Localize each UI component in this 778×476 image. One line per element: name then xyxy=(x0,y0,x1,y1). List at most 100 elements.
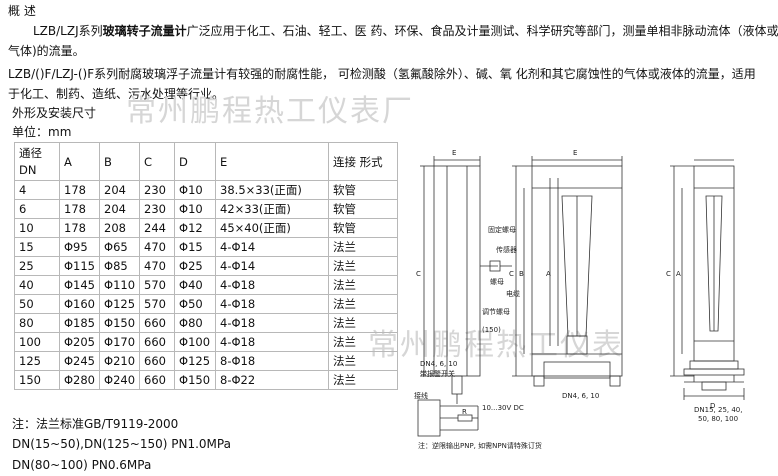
cell-c: 570 xyxy=(139,294,176,314)
cell-c: 660 xyxy=(139,370,176,390)
cell-a: 178 xyxy=(58,180,101,200)
cell-dn: 15 xyxy=(14,237,60,257)
table-header-row: 通径 DN A B C D E 连接 形式 xyxy=(14,142,399,181)
header-dn: 通径 DN xyxy=(14,142,60,181)
cell-connection: 法兰 xyxy=(328,275,399,295)
cell-e: 8-Φ18 xyxy=(215,351,330,371)
label-e-middle: E xyxy=(573,149,577,157)
cell-e: 8-Φ22 xyxy=(215,370,330,390)
cell-b: Φ125 xyxy=(99,294,141,314)
cell-b: Φ170 xyxy=(99,332,141,352)
drawing-svg: E E C C B A C A D 固定螺母 传感器 螺母 电缆 调节螺母 (1… xyxy=(414,149,745,450)
cell-d: Φ15 xyxy=(174,237,217,257)
watermark-top: 常州鹏程热工仪表厂 xyxy=(126,94,414,129)
circuit-label: 接线 xyxy=(414,391,428,400)
circuit-resistor-label: R xyxy=(462,408,467,416)
cell-connection: 法兰 xyxy=(328,370,399,390)
cell-d: Φ100 xyxy=(174,332,217,352)
cell-connection: 法兰 xyxy=(328,351,399,371)
cell-c: 470 xyxy=(139,256,176,276)
caption-left-dn: DN4, 6, 10 xyxy=(420,360,457,368)
intro-paragraph-1: LZB/LZJ系列玻璃转子流量计广泛应用于化工、石油、轻工、医 药、环保、食品及… xyxy=(33,23,778,39)
cell-e: 4-Φ18 xyxy=(215,294,330,314)
caption-right-dn-1: DN15, 25, 40, xyxy=(694,406,742,414)
cell-e: 4-Φ14 xyxy=(215,256,330,276)
label-150: (150) xyxy=(482,326,501,334)
label-adjust-nut: 调节螺母 xyxy=(482,307,510,316)
product-name: 玻璃转子流量计 xyxy=(102,24,187,38)
note-pressure-2: DN(80~100) PN0.6MPa xyxy=(12,458,152,472)
cell-dn: 4 xyxy=(14,180,60,200)
label-c-right: C xyxy=(666,270,671,278)
cell-connection: 法兰 xyxy=(328,332,399,352)
label-d-right: D xyxy=(710,402,715,410)
cell-c: 470 xyxy=(139,237,176,257)
section-title-dimensions: 外形及安装尺寸 xyxy=(12,106,97,120)
cell-connection: 软管 xyxy=(328,180,399,200)
cell-d: Φ80 xyxy=(174,313,217,333)
cell-connection: 软管 xyxy=(328,199,399,219)
intro-paragraph-1-line2: 气体)的流量。 xyxy=(8,44,85,58)
cell-b: 204 xyxy=(99,199,141,219)
cell-c: 660 xyxy=(139,351,176,371)
cell-a: Φ280 xyxy=(58,370,101,390)
label-c-left: C xyxy=(416,270,421,278)
label-a-middle: A xyxy=(546,270,551,278)
cell-b: Φ65 xyxy=(99,237,141,257)
cell-a: Φ245 xyxy=(58,351,101,371)
product-series: LZB/LZJ系列 xyxy=(33,24,103,38)
cell-b: Φ110 xyxy=(99,275,141,295)
cell-dn: 25 xyxy=(14,256,60,276)
watermark-bottom: 常州鹏程热工仪表 xyxy=(368,328,624,363)
intro-paragraph-2-line2: 于化工、制药、造纸、污水处理等行业。 xyxy=(8,87,225,101)
label-a-right: A xyxy=(676,270,681,278)
cell-c: 230 xyxy=(139,180,176,200)
cell-e: 4-Φ18 xyxy=(215,313,330,333)
cell-e: 38.5×33(正面) xyxy=(215,180,330,200)
cell-dn: 10 xyxy=(14,218,60,238)
cell-dn: 80 xyxy=(14,313,60,333)
cell-a: Φ160 xyxy=(58,294,101,314)
cell-a: Φ185 xyxy=(58,313,101,333)
cell-e: 4-Φ18 xyxy=(215,275,330,295)
note-flange-standard: 注：法兰标准GB/T9119-2000 xyxy=(12,417,179,431)
cell-a: Φ115 xyxy=(58,256,101,276)
cell-connection: 法兰 xyxy=(328,237,399,257)
cell-d: Φ40 xyxy=(174,275,217,295)
cell-connection: 法兰 xyxy=(328,313,399,333)
cell-dn: 150 xyxy=(14,370,60,390)
cell-c: 660 xyxy=(139,332,176,352)
label-b-middle: B xyxy=(519,270,524,278)
cell-c: 570 xyxy=(139,275,176,295)
header-connection: 连接 形式 xyxy=(328,142,399,181)
label-nut: 螺母 xyxy=(490,277,504,286)
caption-right-dn-2: 50, 80, 100 xyxy=(698,415,738,423)
cell-d: Φ10 xyxy=(174,180,217,200)
cell-d: Φ10 xyxy=(174,199,217,219)
cell-c: 244 xyxy=(139,218,176,238)
cell-b: Φ85 xyxy=(99,256,141,276)
cell-e: 4-Φ14 xyxy=(215,237,330,257)
header-e: E xyxy=(215,142,330,181)
cell-a: Φ145 xyxy=(58,275,101,295)
dimension-drawing: E E C C B A C A D 固定螺母 传感器 螺母 电缆 调节螺母 (1… xyxy=(412,136,776,466)
cell-b: 208 xyxy=(99,218,141,238)
circuit-note: 注：逆限输出PNP, 如需NPN请特殊订货 xyxy=(418,441,542,450)
cell-b: 204 xyxy=(99,180,141,200)
note-pressure-1: DN(15~50),DN(125~150) PN1.0MPa xyxy=(12,437,231,451)
cell-connection: 法兰 xyxy=(328,294,399,314)
header-a: A xyxy=(58,142,101,181)
cell-c: 660 xyxy=(139,313,176,333)
unit-label: 单位：mm xyxy=(12,125,72,139)
cell-dn: 125 xyxy=(14,351,60,371)
